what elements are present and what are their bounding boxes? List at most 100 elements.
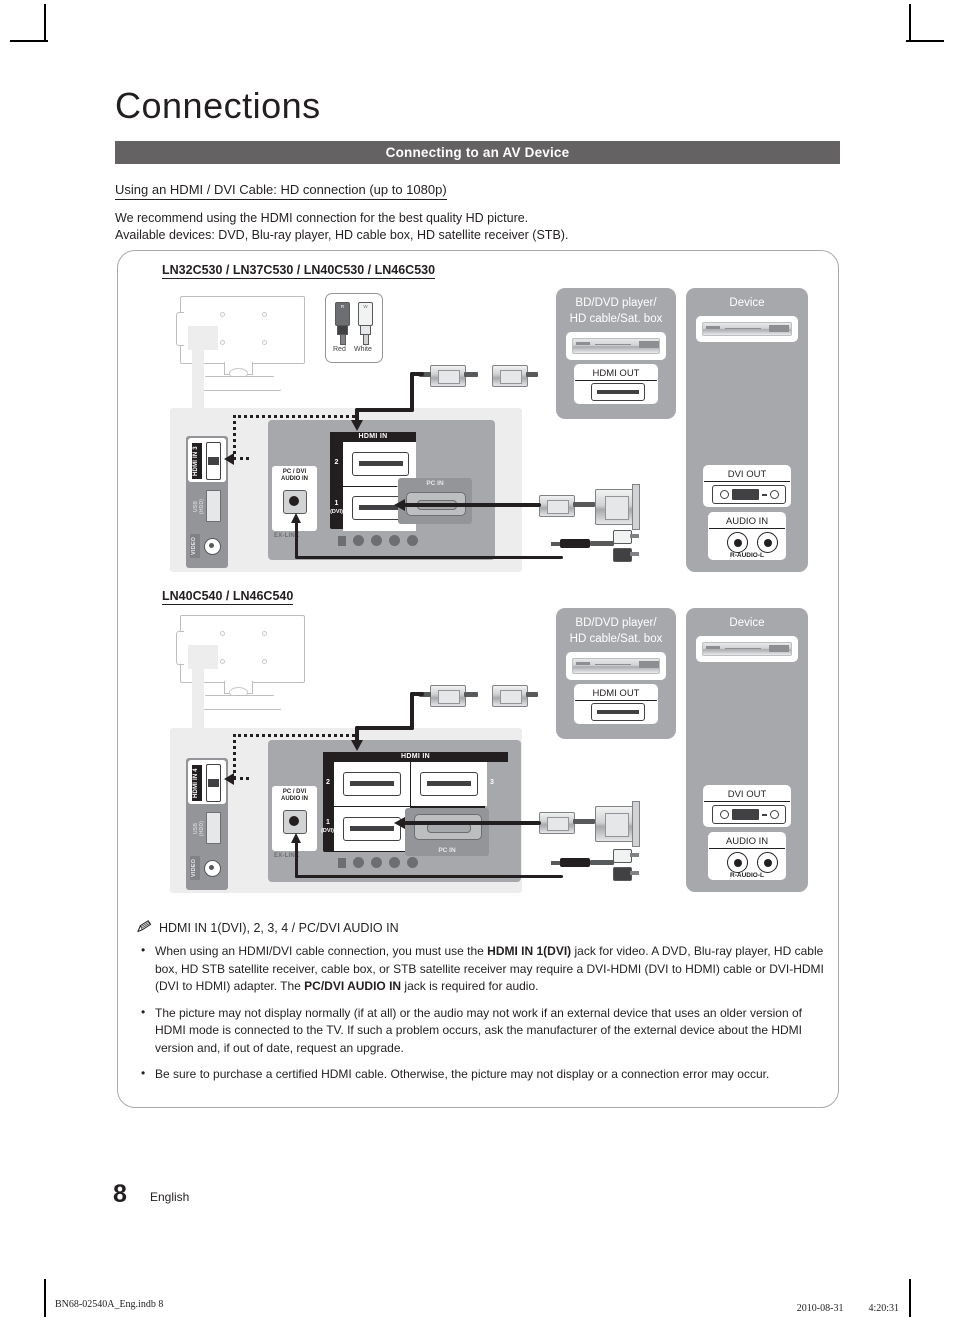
target-card-title-1: Device (729, 297, 765, 309)
target-dvi-out-card-2: DVI OUT (703, 785, 791, 827)
dotted-leader-h-1 (233, 415, 355, 418)
notes-list: When using an HDMI/DVI cable connection,… (137, 942, 827, 1084)
hdmi-wire-arrow-1 (351, 420, 363, 431)
page-title: Connections (115, 85, 321, 126)
diagram-container (117, 250, 839, 1108)
target-audio-in-label-1: AUDIO IN (709, 516, 785, 529)
hdmi-port-number-1-1: 1 (334, 500, 339, 507)
target-dvi-out-card-1: DVI OUT (703, 465, 791, 507)
side-usb-label-1: USB (HDD) (193, 498, 205, 514)
target-audio-in-card-1: AUDIO IN R-AUDIO-L (708, 512, 786, 560)
page-language: English (150, 1190, 190, 1204)
crop-mark-bottom-right-v (909, 1279, 911, 1317)
audio-wire-riser-1 (295, 522, 298, 558)
dvi-blade (761, 813, 767, 816)
dvi-wire-line-2 (404, 821, 541, 825)
source-card-title-line1-2: BD/DVD player/ (575, 617, 657, 629)
hdmi-cable-connector-b-1 (492, 365, 528, 387)
audio-wire-line-1 (295, 556, 563, 559)
audio-jack-r (727, 532, 748, 553)
source-device-photo-body-2 (572, 658, 660, 674)
sub-heading: Using an HDMI / DVI Cable: HD connection… (115, 182, 447, 200)
pc-in-label-2: PC IN (438, 847, 456, 854)
notes-block: HDMI IN 1(DVI), 2, 3, 4 / PC/DVI AUDIO I… (137, 920, 827, 1093)
source-device-photo-body (572, 338, 660, 354)
source-hdmi-out-label-2: HDMI OUT (575, 688, 657, 701)
note-item: Be sure to purchase a certified HDMI cab… (137, 1065, 827, 1084)
target-dvi-out-label-2: DVI OUT (704, 789, 790, 802)
target-device-photo-body (702, 322, 792, 336)
audio-wire-riser-2 (295, 842, 298, 878)
source-hdmi-out-card-1: HDMI OUT (574, 364, 658, 404)
dvi-screw-right (769, 490, 779, 499)
dvi-screw-right (769, 810, 779, 819)
rca-plug-red: R (335, 302, 350, 345)
source-hdmi-out-card-2: HDMI OUT (574, 684, 658, 724)
pc-in-label-1: PC IN (426, 480, 444, 487)
target-audio-in-label-2: AUDIO IN (709, 836, 785, 849)
side-video-label-1: VIDEO (190, 534, 200, 558)
hdmi-wire-seg-v2 (355, 408, 359, 422)
dotted-leader-h-2 (233, 734, 355, 737)
hdmi-cable-middle-1 (464, 372, 478, 377)
rca-cable-legend-1: R W Red White (325, 293, 383, 363)
dotted-leader-arrow-2 (224, 773, 234, 785)
source-device-card-2: BD/DVD player/ HD cable/Sat. box HDMI OU… (556, 608, 676, 739)
pc-in-box-1: PC IN (398, 478, 472, 524)
dvi-pin-block (731, 489, 759, 500)
target-device-photo-body-2 (702, 642, 792, 656)
hdmi-port-number-2-2: 2 (326, 779, 330, 786)
hdmi-cable-middle-2 (464, 692, 478, 697)
pcdvi-audio-jack-2 (283, 810, 307, 834)
rca-red-cap: R (340, 304, 345, 309)
target-audio-sub-2: R-AUDIO-L (730, 872, 764, 879)
dotted-leader-h2-2 (233, 777, 249, 780)
target-card-title-2: Device (729, 617, 765, 629)
hdmi-wire-seg-v1-2 (410, 692, 414, 730)
audio-rca-white-2 (613, 849, 639, 863)
target-audio-jacks-1 (727, 532, 778, 553)
side-hdmi-port-2 (206, 764, 221, 802)
hdmi-wire-seg-v1 (410, 372, 414, 412)
tv-stand-base-1 (198, 376, 281, 391)
audio-cable-miniplug-2 (551, 858, 590, 867)
tv-side-tab-2 (176, 631, 184, 665)
side-video-label-2: VIDEO (190, 856, 200, 880)
side-video-jack-2 (204, 860, 221, 877)
dvi-blade (761, 493, 767, 496)
dvi-wire-arrow-2 (394, 817, 405, 829)
tv-dot (262, 659, 267, 664)
target-dvi-out-label-1: DVI OUT (704, 469, 790, 482)
crop-mark-top-right-h (906, 40, 944, 42)
hdmi-cable-tail2-1 (526, 372, 538, 377)
hdmi-port-number-3-2: 3 (490, 779, 494, 786)
crop-mark-top-left-h (10, 40, 48, 42)
target-device-card-2: Device DVI OUT AUDIO IN (686, 608, 808, 892)
side-hdmi-port-1 (206, 442, 221, 480)
hdmi-cable-connector-a-1 (430, 365, 466, 387)
footer-file-name: BN68-02540A_Eng.indb 8 (55, 1299, 164, 1310)
tv-stand-base-2 (198, 695, 281, 710)
hdmi-jack-1-dvi-2 (343, 817, 401, 841)
side-hdmi-label-2: HDMI IN 4 (192, 765, 202, 801)
hdmi-cable-connector-b-2 (492, 685, 528, 707)
audio-cable-wire-1 (590, 541, 614, 546)
source-card-title-line2: HD cable/Sat. box (569, 313, 663, 325)
target-dvi-out-port-2 (712, 805, 786, 824)
bottom-jack-row-2 (338, 857, 418, 868)
tv-side-tab-1 (176, 312, 184, 346)
dotted-leader-v-1 (233, 415, 236, 460)
pcdvi-label-line1-2: PC / DVI (282, 789, 307, 795)
ex-link-label-2: EX-LINK (274, 853, 300, 859)
crop-mark-bottom-left-v (44, 1279, 46, 1317)
hdmi-wire-seg-h2-2 (355, 726, 414, 730)
dvi-wire-line-1 (404, 503, 541, 507)
pcdvi-audio-jack-1 (283, 490, 307, 514)
tv-leader-2 (192, 664, 204, 731)
tv-dot (262, 312, 267, 317)
hdmi-cable-tail-2 (419, 692, 431, 697)
page-number: 8 (113, 1180, 127, 1208)
hdmi-port-1-sub-1: (DVI) (330, 509, 343, 515)
tv-dot (220, 631, 225, 636)
